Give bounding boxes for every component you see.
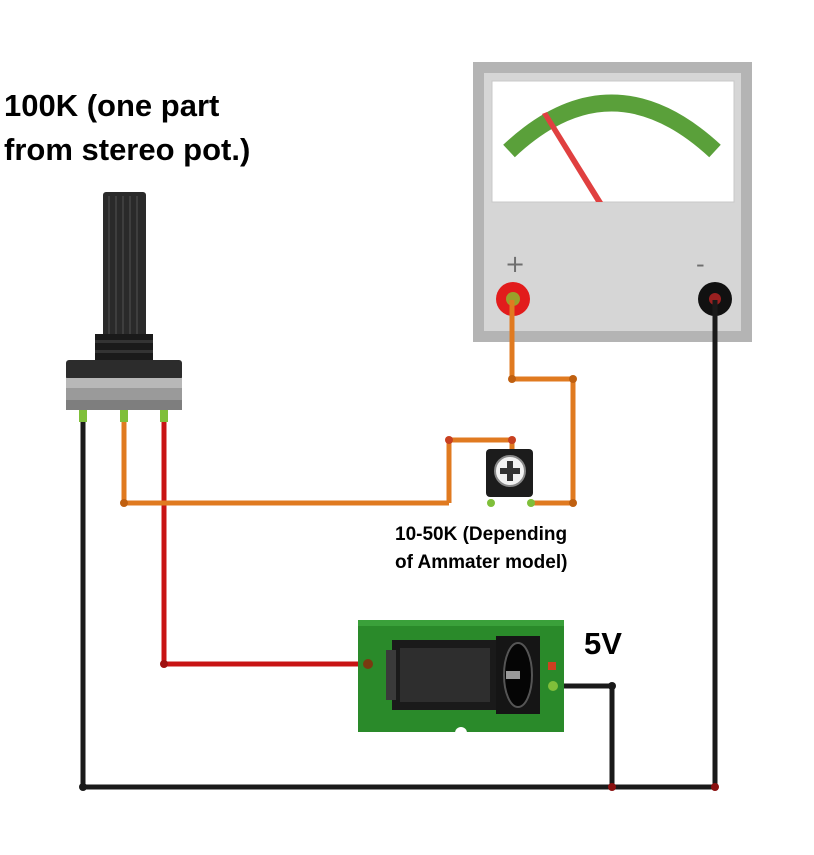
ammeter xyxy=(473,62,752,342)
wire-junctions xyxy=(79,375,719,791)
orange-wire-pot-wiper xyxy=(121,420,449,506)
potentiometer-label-line2: from stereo pot.) xyxy=(4,132,251,167)
trimmer-label-line2: of Ammater model) xyxy=(395,552,568,573)
orange-wire-trimmer-loop xyxy=(446,437,515,503)
potentiometer-label: 100K (one part from stereo pot.) xyxy=(4,84,250,172)
potentiometer-pin-wiper xyxy=(120,410,128,422)
trimmer-label: 10-50K (Depending of Ammater model) xyxy=(395,521,567,577)
potentiometer-pin-right xyxy=(160,410,168,422)
pcb-pad-right xyxy=(548,681,558,691)
potentiometer-label-line1: 100K (one part xyxy=(4,88,220,123)
potentiometer-pin-left xyxy=(79,410,87,422)
potentiometer xyxy=(66,192,182,422)
pcb-pad-red xyxy=(548,662,556,670)
power-jack-center-pin xyxy=(506,671,520,679)
ammeter-needle xyxy=(542,112,603,202)
power-jack xyxy=(358,620,564,739)
trimmer-resistor xyxy=(486,449,535,507)
voltage-label: 5V xyxy=(584,626,622,661)
red-wire-pot-to-jack xyxy=(161,420,370,667)
ammeter-scale-arc xyxy=(503,94,721,158)
trimmer-label-line1: 10-50K (Depending xyxy=(395,524,568,545)
pcb-pad-left xyxy=(363,659,373,669)
potentiometer-shaft xyxy=(103,192,146,340)
ammeter-plus-label: + xyxy=(505,250,526,278)
potentiometer-bushing xyxy=(95,334,153,362)
pcb-notch xyxy=(455,727,467,739)
ammeter-minus-terminal-core xyxy=(709,293,721,305)
trimmer-pin-left xyxy=(487,499,495,507)
ammeter-minus-label: - xyxy=(696,250,705,278)
potentiometer-nut xyxy=(66,360,182,380)
trimmer-pin-right xyxy=(527,499,535,507)
